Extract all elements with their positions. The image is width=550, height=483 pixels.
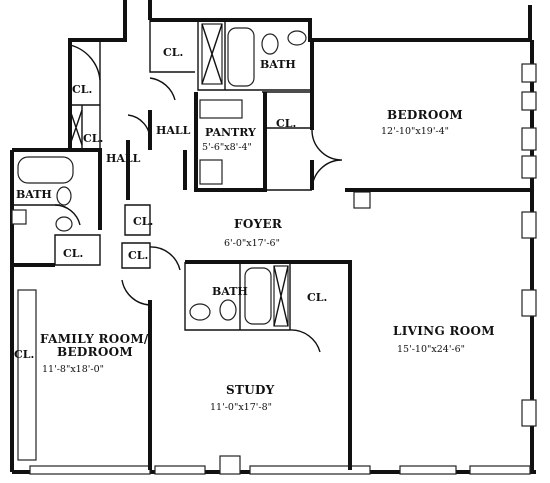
closet-far-left-label: CL. — [72, 83, 92, 96]
foyer-dims: 6'-0"x17'-6" — [224, 238, 280, 249]
study-dims: 11'-0"x17'-8" — [210, 402, 272, 413]
living-room-dims: 15'-10"x24'-6" — [397, 344, 465, 355]
bedroom-name: BEDROOM — [387, 108, 463, 122]
closet-foyer-lower-label: CL. — [128, 249, 148, 262]
closet-bedroom-label: CL. — [276, 117, 296, 130]
closet-top-left-label: CL. — [163, 46, 183, 59]
bath-center-label: BATH — [212, 285, 248, 298]
closet-study-label: CL. — [307, 291, 327, 304]
bath-left-label: BATH — [16, 188, 52, 201]
hall-left-label: HALL — [106, 152, 141, 165]
closet-labels: CL. CL. CL. CL. CL. CL. CL. CL. CL. — [14, 46, 327, 361]
pantry-dims: 5'-6"x8'-4" — [202, 142, 252, 153]
room-labels: BEDROOM 12'-10"x19'-4" LIVING ROOM 15'-1… — [16, 58, 495, 413]
closet-bath-left-label: CL. — [63, 247, 83, 260]
bath-top-label: BATH — [260, 58, 296, 71]
study-name: STUDY — [226, 383, 275, 397]
window-marks — [11, 63, 537, 475]
closet-left-mid-label: CL. — [83, 132, 103, 145]
plumbing-fixtures — [17, 23, 307, 461]
closet-foyer-upper-label: CL. — [133, 215, 153, 228]
pantry-name: PANTRY — [205, 126, 256, 139]
interior-walls — [12, 20, 530, 470]
hall-upper-label: HALL — [156, 124, 191, 137]
door-swings — [54, 44, 343, 353]
family-room-name-line1: FAMILY ROOM/ — [40, 332, 149, 346]
living-room-name: LIVING ROOM — [393, 324, 495, 338]
closet-family-wall-label: CL. — [14, 348, 34, 361]
foyer-name: FOYER — [234, 217, 283, 231]
bedroom-dims: 12'-10"x19'-4" — [381, 126, 449, 137]
family-room-dims: 11'-8"x18'-0" — [42, 364, 104, 375]
family-room-name-line2: BEDROOM — [57, 345, 133, 359]
